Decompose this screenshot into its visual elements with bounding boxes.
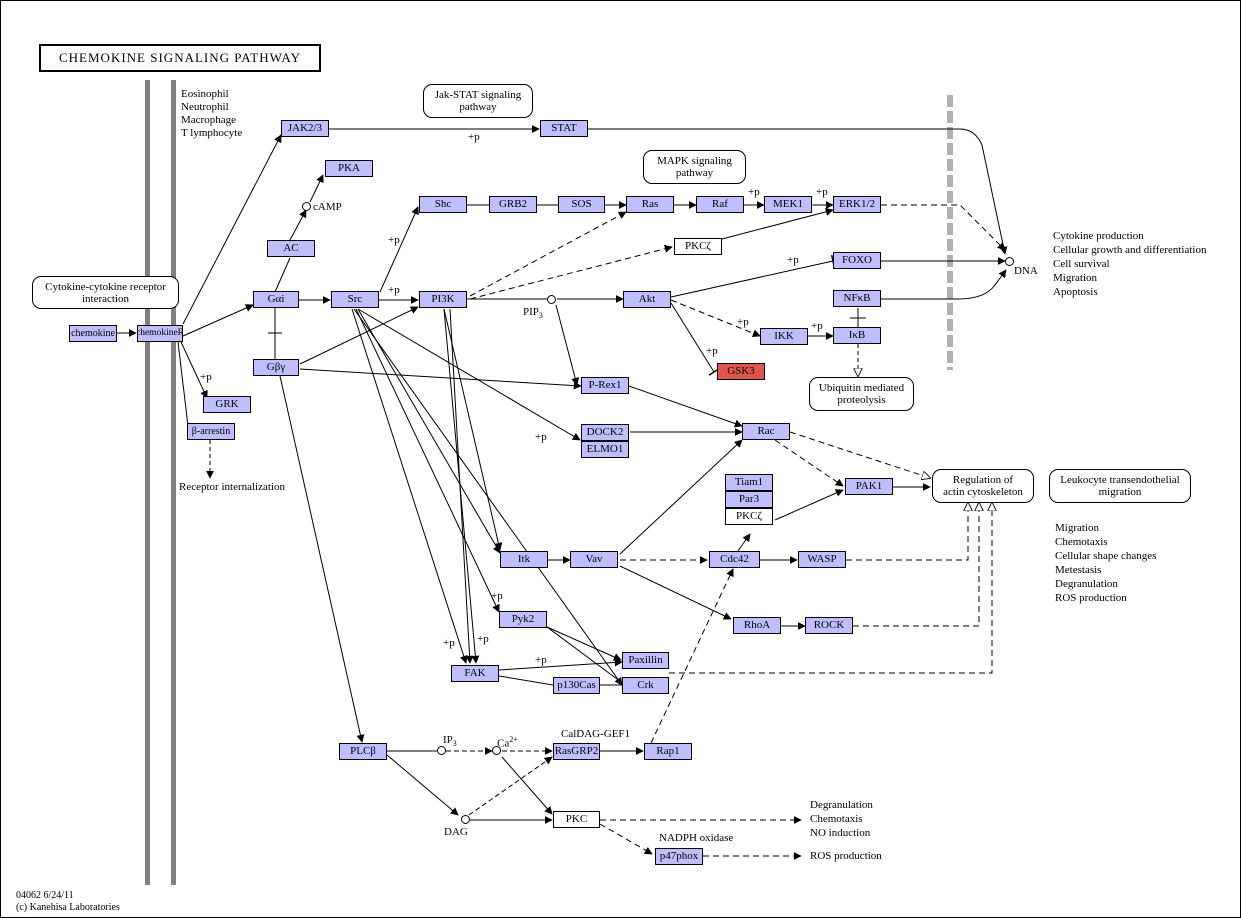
gene-elmo1[interactable]: ELMO1 [581,441,629,458]
dna-outputs-list: Cytokine production Cellular growth and … [1053,230,1207,298]
receptor-internalization-label: Receptor internalization [179,481,285,493]
gene-p-rex1[interactable]: P-Rex1 [581,377,629,394]
cell-type-list: Eosinophil Neutrophil Macrophage T lymph… [181,88,243,139]
gene-erk[interactable]: ERK1/2 [833,196,881,213]
phospho-label: +p [491,590,503,602]
gene-par3[interactable]: Par3 [725,491,773,508]
phospho-label: +p [816,186,828,198]
gene-raf[interactable]: Raf [696,196,744,213]
pathway-link-mapk[interactable]: MAPK signaling pathway [643,150,746,184]
gene-akt[interactable]: Akt [623,291,671,308]
gene-grk[interactable]: GRK [203,396,251,413]
gene-ikb[interactable]: IκB [833,327,881,344]
gene-shc[interactable]: Shc [419,196,467,213]
gene-tiam1[interactable]: Tiam1 [725,474,773,491]
gene-stat[interactable]: STAT [540,120,588,137]
gene-rac[interactable]: Rac [742,423,790,440]
gene-pkc-zeta-upper[interactable]: PKCζ [674,238,722,255]
phospho-label: +p [468,131,480,143]
gene-fak[interactable]: FAK [451,665,499,682]
gene-g-beta-gamma[interactable]: Gβγ [253,359,299,376]
gene-ac[interactable]: AC [267,240,315,257]
phospho-label: +p [535,654,547,666]
gene-pyk2[interactable]: Pyk2 [499,611,547,628]
membrane-inner [171,80,176,885]
phospho-label: +p [200,371,212,383]
caldag-gef1-label: CalDAG-GEF1 [561,728,631,740]
compound-pip3[interactable] [547,295,556,304]
phospho-label: +p [535,431,547,443]
gene-p47phox[interactable]: p47phox [655,848,703,865]
compound-calcium[interactable] [492,746,501,755]
compound-dna[interactable] [1005,257,1014,266]
compound-dna-label: DNA [1014,265,1038,277]
pathway-link-jak-stat[interactable]: Jak-STAT signaling pathway [423,84,533,118]
phospho-label: +p [443,637,455,649]
page-title: CHEMOKINE SIGNALING PATHWAY [39,44,321,72]
compound-dag[interactable] [461,815,470,824]
gene-chemokine[interactable]: chemokine [69,325,117,342]
phospho-label: +p [811,320,823,332]
gene-chemokine-receptor[interactable]: chemokineR [137,325,183,342]
compound-calcium-label: Ca2+ [497,735,518,750]
compound-pip3-label: PIP3 [523,306,543,321]
actin-outputs-list: Migration Chemotaxis Cellular shape chan… [1055,522,1157,604]
phospho-label: +p [706,345,718,357]
gene-p130cas[interactable]: p130Cas [553,677,600,694]
compound-camp[interactable] [302,202,311,211]
gene-vav[interactable]: Vav [570,551,618,568]
copyright-label: (c) Kanehisa Laboratories [16,902,120,913]
pkc-outputs-list: Degranulation Chemotaxis NO induction [810,799,873,839]
gene-pi3k[interactable]: PI3K [419,291,467,308]
phospho-label: +p [737,316,749,328]
gene-jak[interactable]: JAK2/3 [281,120,329,137]
gene-rhoa[interactable]: RhoA [733,617,781,634]
gene-plc-beta[interactable]: PLCβ [339,743,387,760]
gene-rasgrp2[interactable]: RasGRP2 [553,743,600,760]
gene-nfkb[interactable]: NFκB [833,290,881,307]
gene-pkc[interactable]: PKC [553,811,600,828]
phospho-label: +p [748,186,760,198]
gene-pak1[interactable]: PAK1 [845,478,893,495]
phospho-label: +p [388,284,400,296]
gene-mek1[interactable]: MEK1 [764,196,812,213]
gene-sos[interactable]: SOS [558,196,605,213]
pathway-link-leukocyte-migration[interactable]: Leukocyte transendothelial migration [1049,469,1191,503]
gene-paxillin[interactable]: Paxillin [622,652,669,669]
gene-pkc-zeta-lower[interactable]: PKCζ [725,508,773,525]
gene-itk[interactable]: Itk [500,551,548,568]
ros-production-label: ROS production [810,850,882,862]
phospho-label: +p [787,254,799,266]
compound-camp-label: cAMP [313,201,342,213]
compound-ip3[interactable] [437,746,446,755]
gene-foxo[interactable]: FOXO [833,252,881,269]
gene-gsk3[interactable]: GSK3 [717,363,765,380]
gene-dock2[interactable]: DOCK2 [581,424,629,441]
gene-rock[interactable]: ROCK [805,617,853,634]
nadph-oxidase-label: NADPH oxidase [659,832,734,844]
phospho-label: +p [477,633,489,645]
membrane-outer [145,80,150,885]
compound-ip3-label: IP3 [443,734,457,749]
gene-pka[interactable]: PKA [325,160,373,177]
gene-g-alpha-i[interactable]: Gαi [253,291,299,308]
gene-wasp[interactable]: WASP [798,551,846,568]
pathway-link-ubiquitin[interactable]: Ubiquitin mediated proteolysis [809,377,914,411]
gene-ikk[interactable]: IKK [760,328,808,345]
pathway-link-cytokine-receptor[interactable]: Cytokine-cytokine receptor interaction [32,276,179,309]
phospho-label: +p [388,234,400,246]
gene-beta-arrestin[interactable]: β-arrestin [187,423,235,440]
map-id-date: 04062 6/24/11 [16,890,74,901]
gene-cdc42[interactable]: Cdc42 [709,551,760,568]
gene-src[interactable]: Src [331,291,379,308]
compound-dag-label: DAG [444,826,468,838]
gene-crk[interactable]: Crk [622,677,669,694]
gene-ras[interactable]: Ras [626,196,674,213]
gene-grb2[interactable]: GRB2 [489,196,537,213]
pathway-link-actin-cytoskeleton[interactable]: Regulation of actin cytoskeleton [932,469,1034,503]
gene-rap1[interactable]: Rap1 [644,743,692,760]
